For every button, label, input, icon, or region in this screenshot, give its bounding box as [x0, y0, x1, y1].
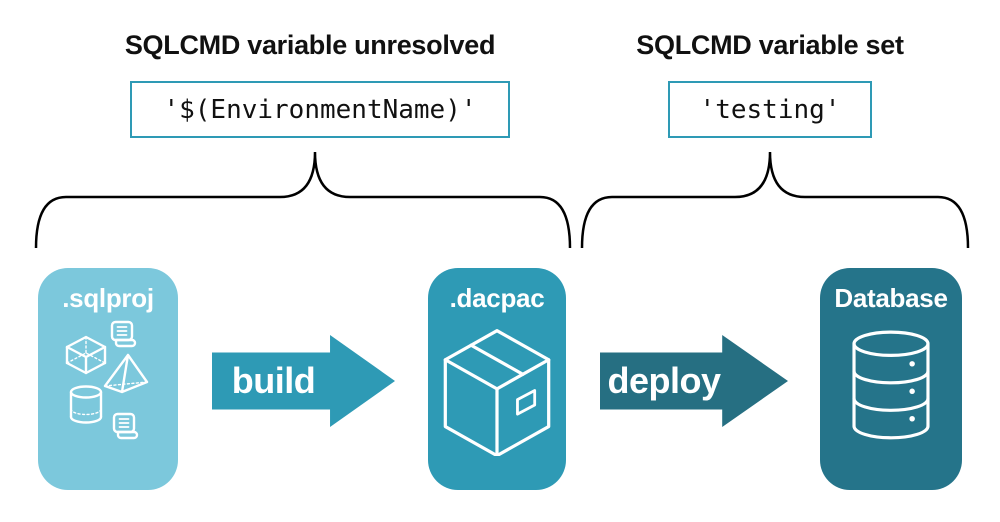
sql-objects-icon — [65, 320, 149, 440]
stage-dacpac-label: .dacpac — [449, 283, 545, 313]
stage-dacpac: .dacpac — [428, 268, 566, 490]
right-brace — [580, 151, 970, 249]
database-icon — [852, 330, 930, 440]
cube-icon — [65, 335, 107, 375]
stage-sqlproj-label: .sqlproj — [62, 283, 154, 313]
resolved-variable-value: 'testing' — [699, 94, 841, 125]
deploy-arrow: deploy — [600, 335, 788, 427]
deploy-arrow-label: deploy — [607, 360, 721, 401]
resolved-variable-code-box: 'testing' — [668, 81, 872, 138]
stage-database-label: Database — [834, 283, 948, 313]
left-annotation-title: SQLCMD variable unresolved — [124, 30, 496, 60]
script-icon — [110, 320, 137, 348]
unresolved-variable-code-box: '$(EnvironmentName)' — [130, 81, 510, 138]
stage-database: Database — [820, 268, 962, 490]
cylinder-icon — [69, 385, 103, 424]
package-icon — [443, 329, 551, 456]
unresolved-variable-value: '$(EnvironmentName)' — [163, 94, 477, 125]
pyramid-icon — [103, 353, 149, 394]
build-arrow-label: build — [231, 360, 316, 401]
stage-sqlproj: .sqlproj — [38, 268, 178, 490]
script-icon — [112, 412, 139, 440]
left-brace — [34, 151, 572, 249]
build-arrow: build — [212, 335, 395, 427]
right-annotation-title: SQLCMD variable set — [636, 30, 904, 60]
